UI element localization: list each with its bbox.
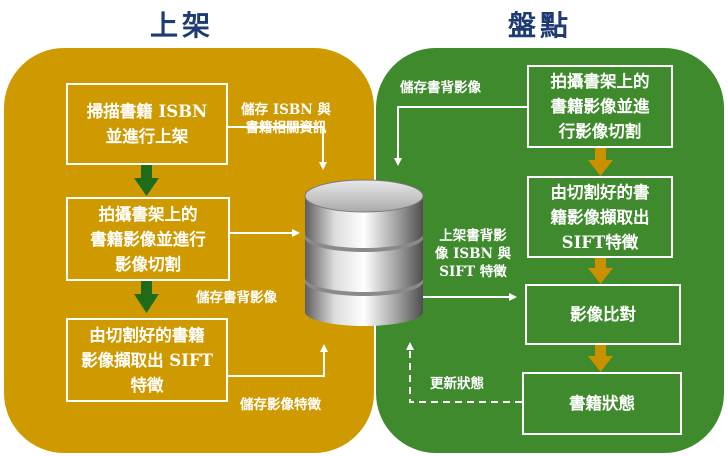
step-extract-sift-left: 由切割好的書籍 影像擷取出 SIFT 特徵	[66, 318, 228, 402]
step-image-compare: 影像比對	[525, 284, 681, 345]
label-update-status: 更新狀態	[430, 376, 484, 392]
label-store-feature-image: 儲存影像特徵	[240, 397, 321, 413]
connector-spine-to-db	[394, 106, 527, 166]
label-store-isbn: 儲存 ISBN 與 書籍相關資訊	[241, 102, 331, 136]
connector-update-status	[406, 342, 522, 403]
connector-feature-to-db	[228, 344, 328, 377]
label-shelved-spine-features: 上架書背影 像 ISBN 與 SIFT 特徵	[434, 228, 512, 280]
step-extract-sift-right: 由切割好的書 籍影像擷取出 SIFT特徵	[527, 176, 673, 258]
step-book-status: 書籍狀態	[522, 372, 682, 435]
connector-isbn-to-db	[228, 126, 327, 170]
flow-arrow-right-3	[588, 345, 613, 372]
title-shelving: 上架	[150, 9, 215, 42]
label-store-shelf-image: 儲存書背影像	[196, 290, 277, 306]
step-scan-isbn: 掃描書籍 ISBN 並進行上架	[66, 83, 228, 165]
database-icon	[304, 179, 424, 326]
flow-arrow-left-2	[134, 280, 159, 313]
label-store-spine-image: 儲存書背影像	[400, 80, 481, 96]
flow-arrow-left-1	[134, 164, 159, 196]
step-capture-shelf-right: 拍攝書架上的 書籍影像並進 行影像切割	[527, 65, 673, 148]
title-inventory: 盤點	[508, 9, 573, 42]
flow-arrow-right-2	[588, 258, 613, 284]
flow-arrow-right-1	[588, 148, 613, 176]
inventory-panel	[376, 48, 724, 453]
step-capture-shelf-left: 拍攝書架上的 書籍影像並進行 影像切割	[66, 197, 230, 281]
